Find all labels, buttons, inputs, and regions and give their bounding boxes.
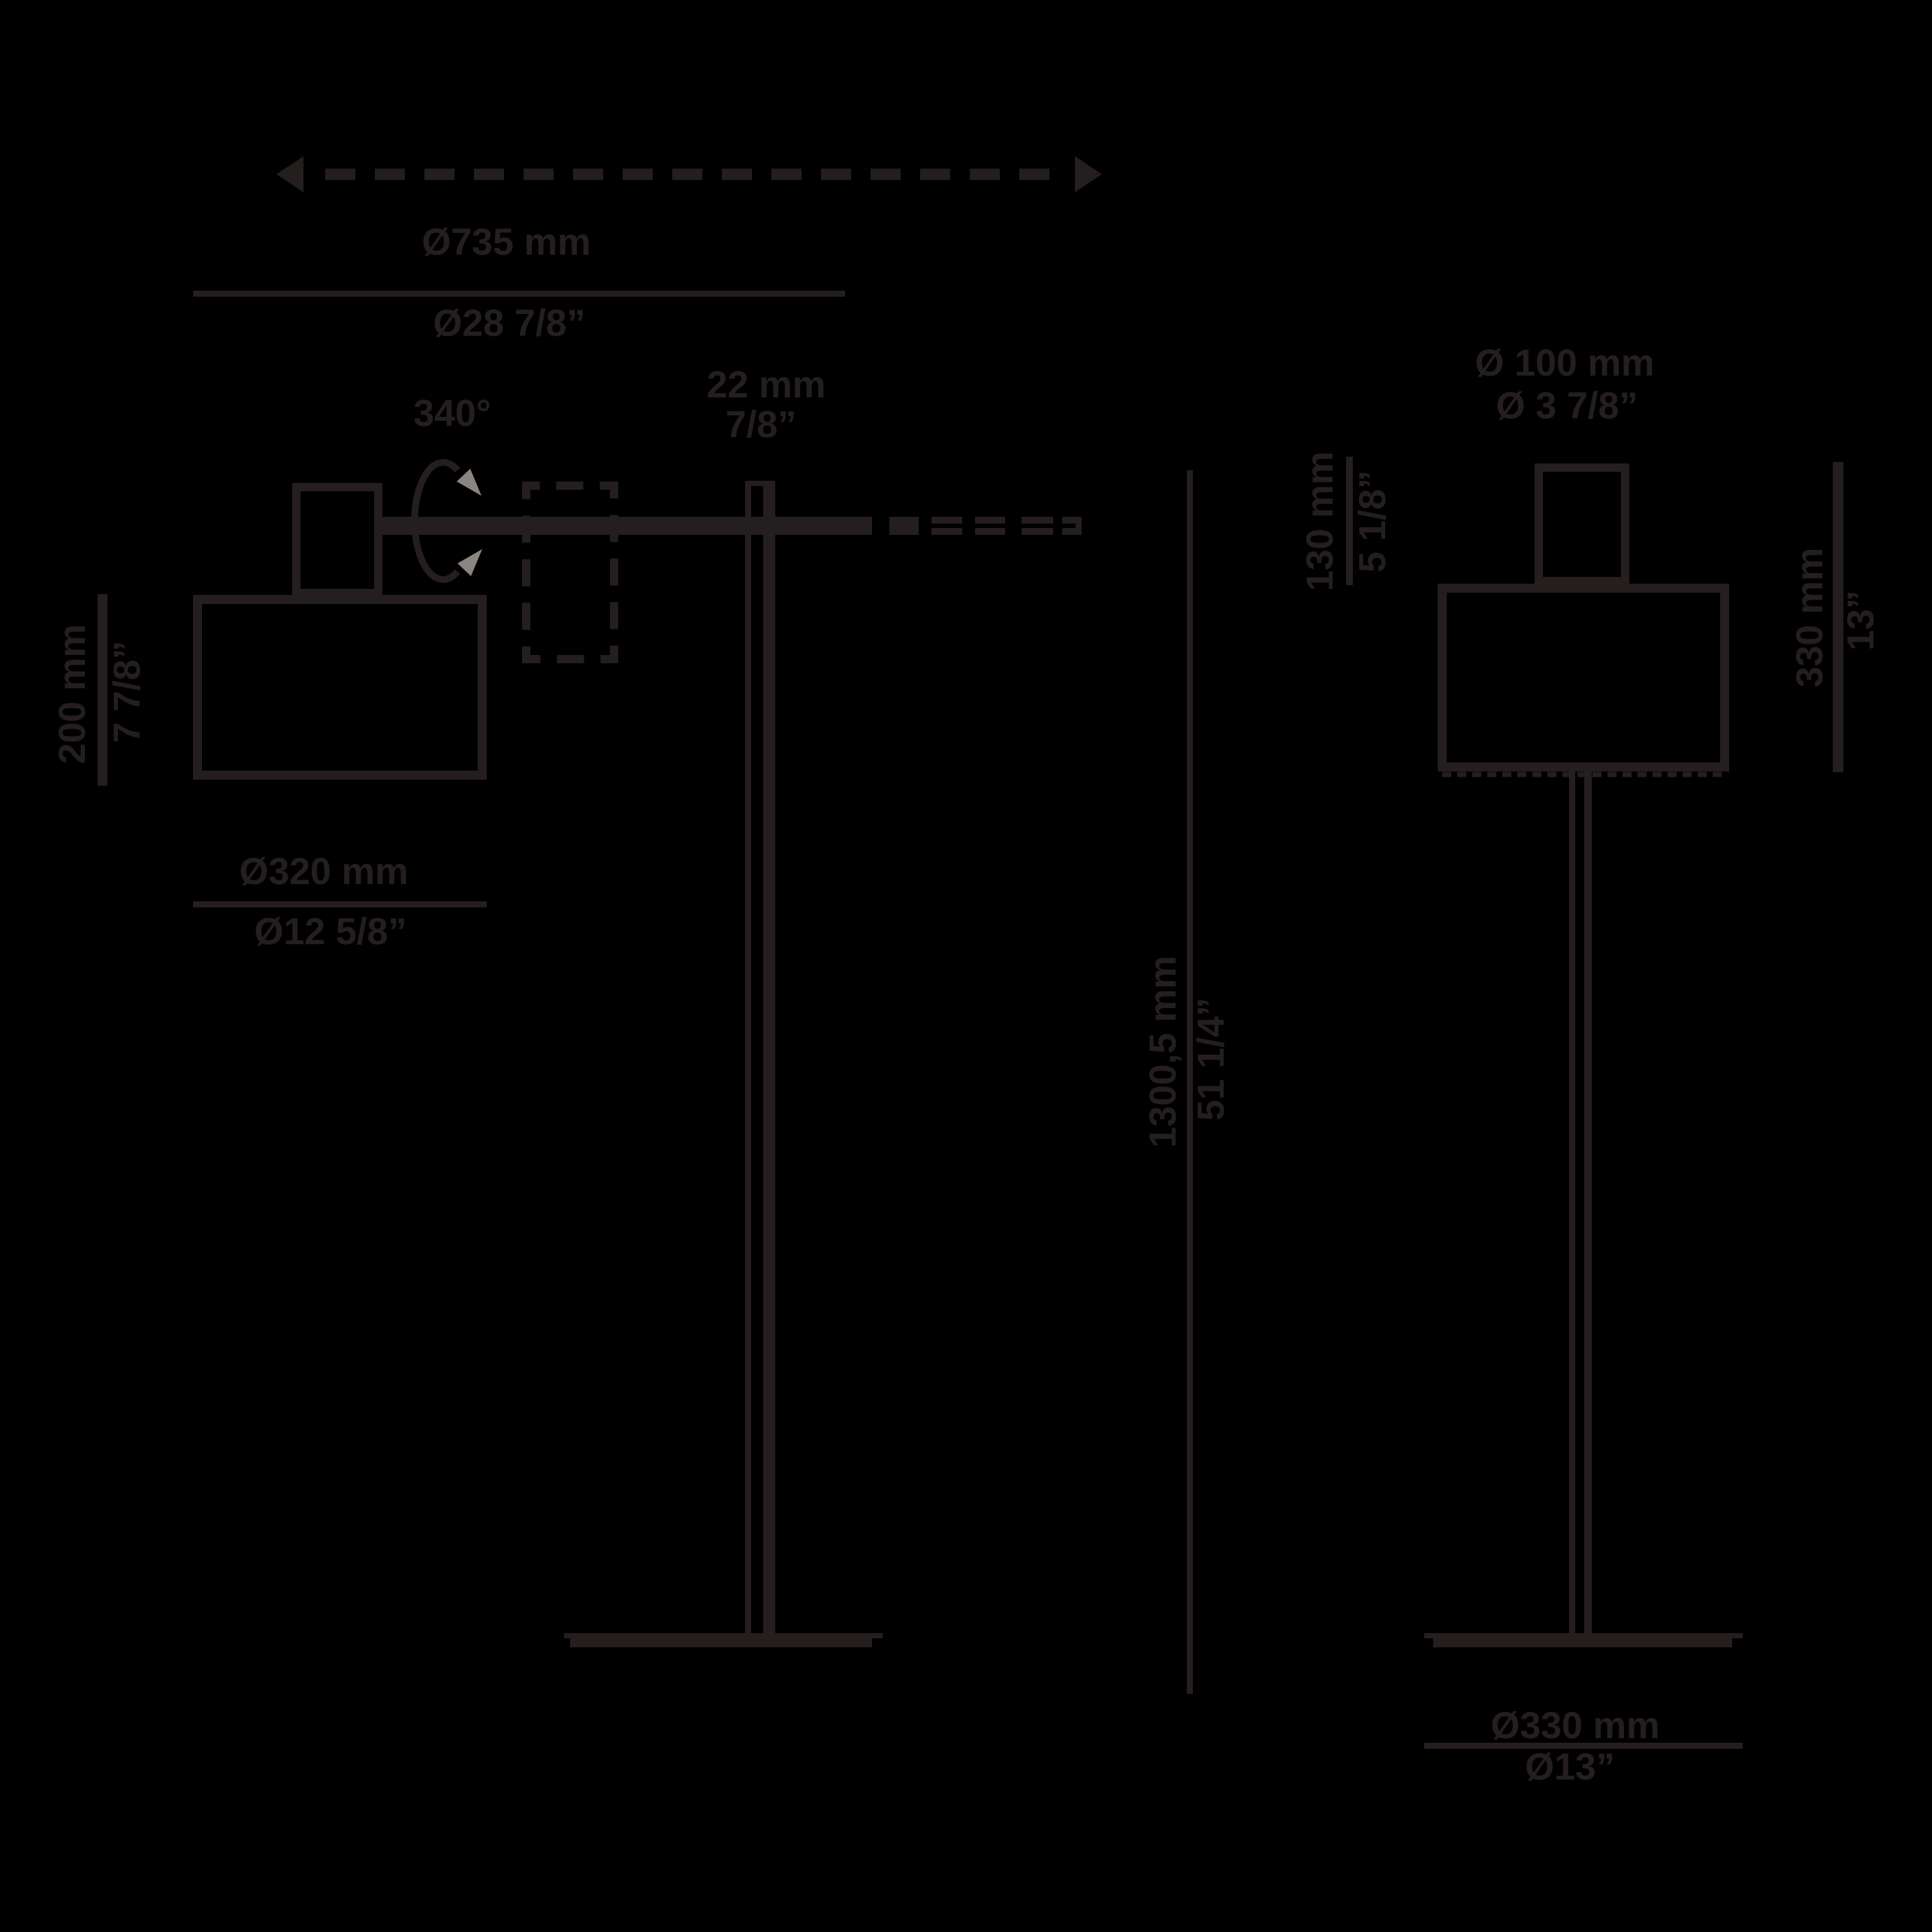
svg-text:22 mm: 22 mm xyxy=(707,364,826,406)
svg-text:51 1/4”: 51 1/4” xyxy=(1190,998,1232,1121)
svg-text:1300,5 mm: 1300,5 mm xyxy=(1142,955,1184,1148)
svg-text:340°: 340° xyxy=(413,392,491,434)
svg-text:Ø28 7/8”: Ø28 7/8” xyxy=(433,302,586,344)
svg-text:Ø320 mm: Ø320 mm xyxy=(239,850,408,892)
svg-text:130 mm: 130 mm xyxy=(1299,451,1341,591)
svg-text:Ø330 mm: Ø330 mm xyxy=(1490,1704,1659,1746)
svg-text:7 7/8”: 7 7/8” xyxy=(106,641,148,743)
svg-text:7/8”: 7/8” xyxy=(726,403,797,445)
svg-text:Ø 100 mm: Ø 100 mm xyxy=(1475,342,1654,384)
svg-text:Ø 3 7/8”: Ø 3 7/8” xyxy=(1496,385,1638,427)
svg-text:Ø13”: Ø13” xyxy=(1525,1746,1615,1788)
svg-text:330 mm: 330 mm xyxy=(1789,548,1831,687)
svg-text:200 mm: 200 mm xyxy=(51,624,93,764)
svg-text:13”: 13” xyxy=(1840,590,1882,651)
svg-text:Ø735 mm: Ø735 mm xyxy=(421,221,590,263)
svg-text:Ø12 5/8”: Ø12 5/8” xyxy=(255,910,407,952)
svg-text:5 1/8”: 5 1/8” xyxy=(1351,470,1393,572)
